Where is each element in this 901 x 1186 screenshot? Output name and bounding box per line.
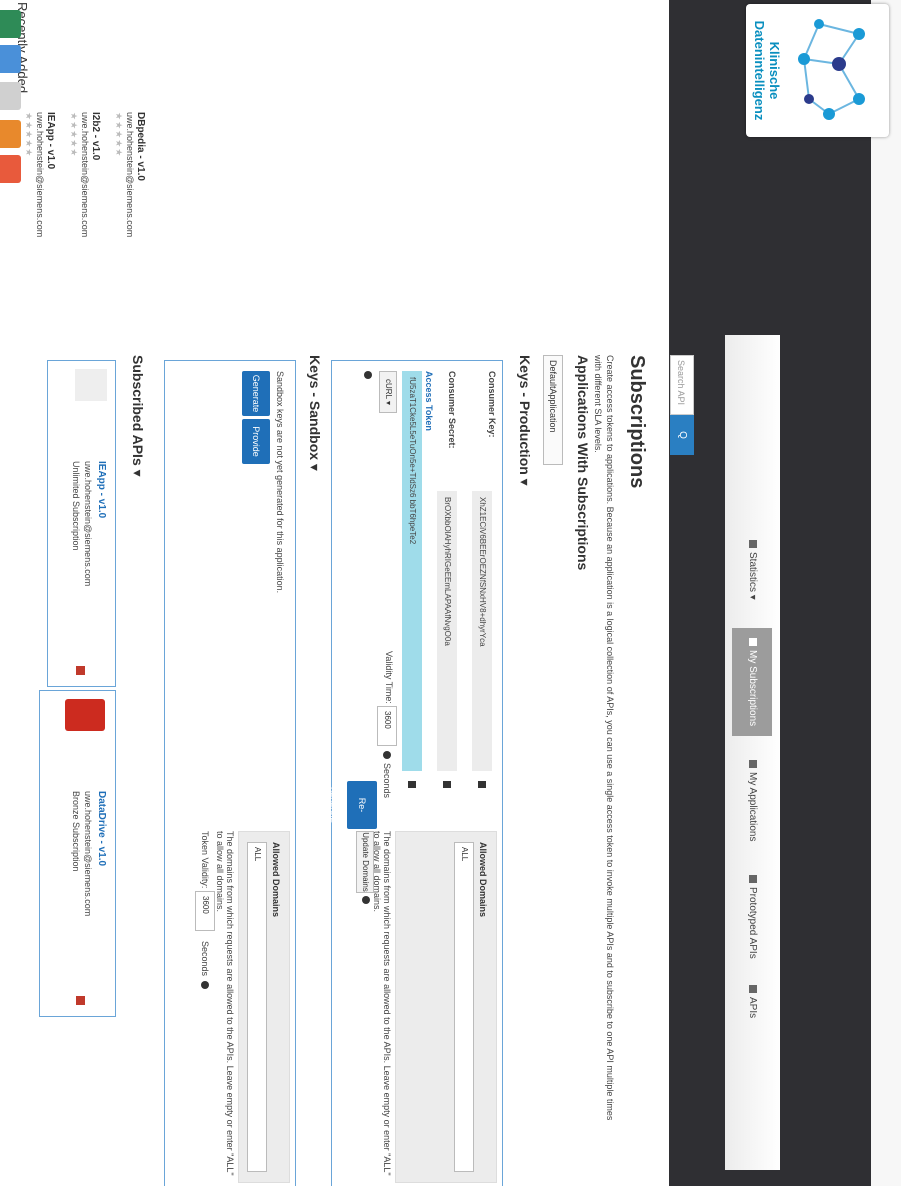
info-icon[interactable] (201, 981, 209, 989)
bar-chart-icon (748, 540, 757, 548)
search-button[interactable]: Q (670, 415, 694, 455)
ieapp-logo-icon[interactable] (75, 369, 107, 401)
generate-keys-button[interactable]: Generate keys (223, 371, 270, 416)
nav-item-statistics[interactable]: Statistics ▾ (732, 530, 772, 610)
subscribed-api-name[interactable]: IEApp - v1.0 (96, 461, 107, 519)
nav-item-my-subscriptions[interactable]: My Subscriptions (732, 628, 772, 737)
tag-icon (748, 638, 757, 646)
sandbox-not-generated-text: Sandbox keys are not yet generated for t… (275, 371, 285, 594)
domains-help-text: The domains from which requests are allo… (215, 831, 235, 1176)
nav-item-my-applications[interactable]: My Applications (732, 750, 772, 851)
site-logo[interactable]: Klinische Datenintelligenz (746, 4, 889, 137)
consumer-key-field[interactable]: XhZ1ECiV6BEErOEZNfSNxHV8+dhyrYca (472, 491, 492, 771)
subscribed-api-tier: Unlimited Subscription (71, 461, 81, 551)
lock-icon (748, 760, 757, 768)
allowed-domains-input[interactable]: ALL (247, 842, 267, 1172)
recent-api-entry[interactable]: DBpedia - v1.0 uwe.hohenstein@siemens.co… (114, 112, 146, 238)
allowed-domains-label: Allowed Domains (478, 842, 488, 918)
recent-api-entry[interactable]: I2b2 - v1.0 uwe.hohenstein@siemens.com ★… (69, 112, 101, 238)
subscribed-apis-heading[interactable]: Subscribed APIs ▾ (130, 355, 146, 477)
nav-item-prototyped-apis[interactable]: Prototyped APIs (732, 865, 772, 969)
validity-input[interactable]: 3600 (377, 706, 397, 746)
nav-item-apis[interactable]: APIs (732, 975, 772, 1028)
subscribed-api-name[interactable]: DataDrive - v1.0 (96, 791, 107, 867)
header-bar (669, 0, 901, 1186)
copy-icon[interactable] (443, 781, 451, 788)
seconds-label: Seconds (382, 763, 392, 799)
logo-text: Klinische Datenintelligenz (752, 20, 782, 121)
smartonfhir-logo-icon[interactable] (0, 155, 21, 183)
production-keys-heading[interactable]: Keys - Production ▾ (517, 355, 533, 486)
curl-button[interactable]: cURL ▾ (379, 371, 397, 413)
magnifier-icon (748, 985, 757, 993)
allowed-domains-input[interactable]: ALL (454, 842, 474, 1172)
rating-stars[interactable]: ★★★★★ (114, 112, 124, 158)
sandbox-keys-heading[interactable]: Keys - Sandbox ▾ (307, 355, 323, 471)
rating-stars[interactable]: ★★★★★ (24, 112, 34, 158)
i2b2-logo-icon[interactable] (0, 45, 21, 73)
main-nav: APIs Prototyped APIs My Applications My … (725, 335, 780, 1170)
regenerate-button[interactable]: Re-generate (327, 781, 377, 829)
token-validity-label: Token Validity: (200, 831, 210, 889)
consumer-secret-field[interactable]: BrOXbbOlAHyhRIGeEEmLAPAAfNvgO0a (437, 491, 457, 771)
update-domains-button[interactable]: Update Domains (356, 831, 374, 893)
access-token-field[interactable]: fU5zaT1Cke5L5eTuOn5e+TldSz6 bbT6hpeTe2 (402, 371, 422, 771)
rating-stars[interactable]: ★★★★★ (69, 112, 79, 158)
allowed-domains-box: Allowed Domains ALL (238, 831, 290, 1183)
access-token-label: Access Token (424, 371, 434, 431)
consumer-key-label: Consumer Key: (487, 371, 497, 438)
dbpedia-logo-icon[interactable] (0, 10, 21, 38)
info-icon[interactable] (364, 371, 372, 379)
subscribed-api-card: DataDrive - v1.0 uwe.hohenstein@siemens.… (39, 690, 116, 1017)
page-title: Subscriptions (626, 355, 648, 489)
subscribed-api-tier: Bronze Subscription (71, 791, 81, 872)
applications-heading: Applications With Subscriptions (575, 355, 591, 571)
domains-help-text: The domains from which requests are allo… (372, 831, 392, 1176)
application-select[interactable]: DefaultApplication (543, 355, 563, 465)
info-icon[interactable] (362, 896, 370, 904)
subscribed-api-owner: uwe.hohenstein@siemens.com (83, 461, 93, 587)
provide-keys-button[interactable]: Provide keys (223, 419, 270, 464)
token-validity-input[interactable]: 3600 (195, 891, 215, 931)
delete-icon[interactable] (76, 996, 85, 1005)
search-input[interactable]: Search API (670, 355, 694, 415)
copy-icon[interactable] (408, 781, 416, 788)
allowed-domains-box: Allowed Domains ALL (395, 831, 497, 1183)
gear-icon (748, 875, 757, 883)
allowed-domains-label: Allowed Domains (271, 842, 281, 918)
page-description: Create access tokens to applications. Be… (593, 355, 615, 1121)
info-icon[interactable] (383, 751, 391, 759)
subscribed-api-owner: uwe.hohenstein@siemens.com (83, 791, 93, 917)
datadrive-logo-icon[interactable] (65, 699, 105, 731)
sandbox-keys-panel: Sandbox keys are not yet generated for t… (164, 360, 296, 1186)
production-keys-panel: Consumer Key: XhZ1ECiV6BEErOEZNfSNxHV8+d… (327, 360, 503, 1186)
delete-icon[interactable] (76, 666, 85, 675)
recent-api-entry[interactable]: IEApp - v1.0 uwe.hohenstein@siemens.com … (24, 112, 56, 238)
ieapp-logo-icon[interactable] (0, 82, 21, 110)
odata-logo-icon[interactable] (0, 120, 21, 148)
consumer-secret-label: Consumer Secret: (447, 371, 457, 449)
seconds-label: Seconds (200, 941, 210, 977)
header-top-strip (871, 0, 901, 1186)
copy-icon[interactable] (478, 781, 486, 788)
subscribed-api-card: IEApp - v1.0 uwe.hohenstein@siemens.com … (47, 360, 116, 687)
network-logo-icon (798, 19, 865, 120)
validity-label: Validity Time: (384, 651, 394, 704)
